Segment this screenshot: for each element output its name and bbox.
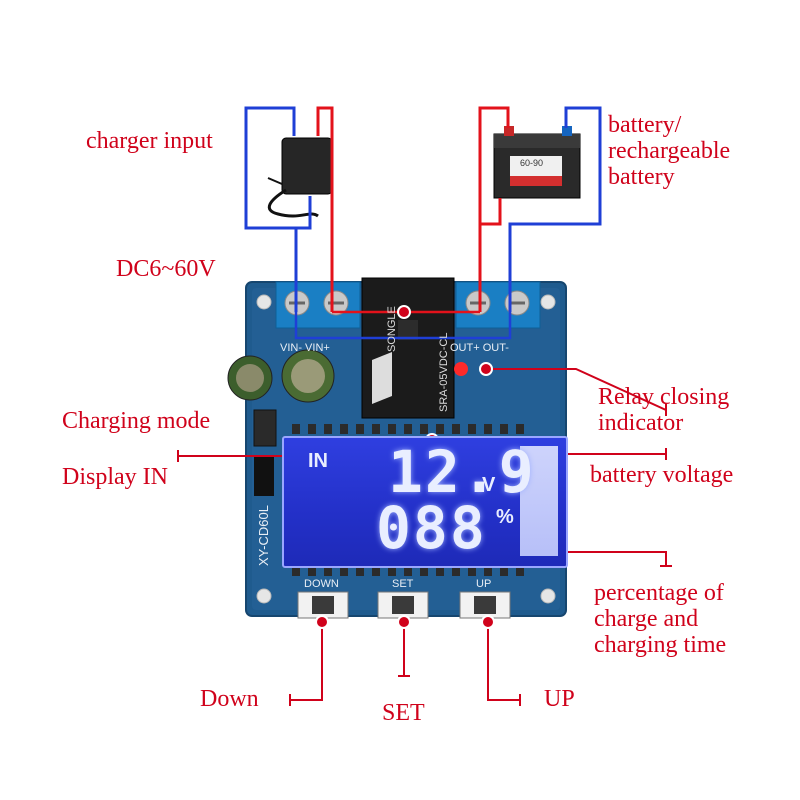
label-set: SET — [382, 700, 425, 726]
btn-set-label: SET — [392, 578, 414, 590]
lcd-percent-unit: % — [496, 506, 514, 528]
label-percentage-text: percentage of charge and charging time — [594, 580, 727, 658]
lcd-pins-bottom — [292, 566, 524, 576]
label-charger-input: charger input — [86, 128, 213, 154]
output-terminal-block — [455, 281, 541, 329]
battery-icon — [493, 126, 581, 199]
label-charging-mode: Charging mode — [62, 408, 211, 434]
label-relay-indicator: Relay closing indicator — [598, 384, 788, 436]
lcd-pins-top — [292, 424, 524, 434]
label-display-in: Display IN — [62, 464, 168, 490]
relay-led — [454, 362, 468, 376]
capacitors — [227, 349, 335, 403]
btn-down-label: DOWN — [304, 578, 339, 590]
label-percentage: percentage of charge and charging time — [594, 580, 794, 658]
lcd-percent: 088 — [376, 494, 487, 562]
label-dc-range: DC6~60V — [116, 256, 216, 282]
label-battery-text: battery/ rechargeable battery — [608, 112, 731, 190]
charger-adapter-icon — [267, 137, 333, 218]
side-component — [254, 456, 274, 496]
relay-model-text: SRA-05VDC-CL — [438, 332, 450, 412]
battery-sticker-text: 60-90 — [520, 158, 544, 168]
lcd-voltage-unit: V — [482, 474, 496, 496]
lcd-in-label: IN — [308, 450, 328, 472]
charger-wires — [244, 106, 334, 312]
label-down: Down — [200, 686, 259, 712]
label-up: UP — [544, 686, 575, 712]
lcd-voltage: 12.9 — [388, 438, 536, 506]
terminal-in-label: VIN- VIN+ — [280, 342, 330, 354]
mode-switch — [253, 409, 277, 447]
relay-brand-text: SONGLE — [386, 306, 398, 352]
battery-wires — [478, 106, 602, 312]
lcd-glare — [520, 446, 558, 556]
btn-up-label: UP — [476, 578, 492, 590]
up-button[interactable] — [459, 591, 511, 619]
label-battery-voltage: battery voltage — [590, 462, 734, 488]
label-battery: battery/ rechargeable battery — [608, 112, 788, 190]
input-terminal-block — [275, 281, 361, 329]
terminal-out-label: OUT+ OUT- — [450, 342, 509, 354]
board-model-text: XY-CD60L — [256, 505, 271, 566]
set-button[interactable] — [377, 591, 429, 619]
label-relay-indicator-text: Relay closing indicator — [598, 384, 730, 436]
down-button[interactable] — [297, 591, 349, 619]
relay — [361, 277, 455, 419]
